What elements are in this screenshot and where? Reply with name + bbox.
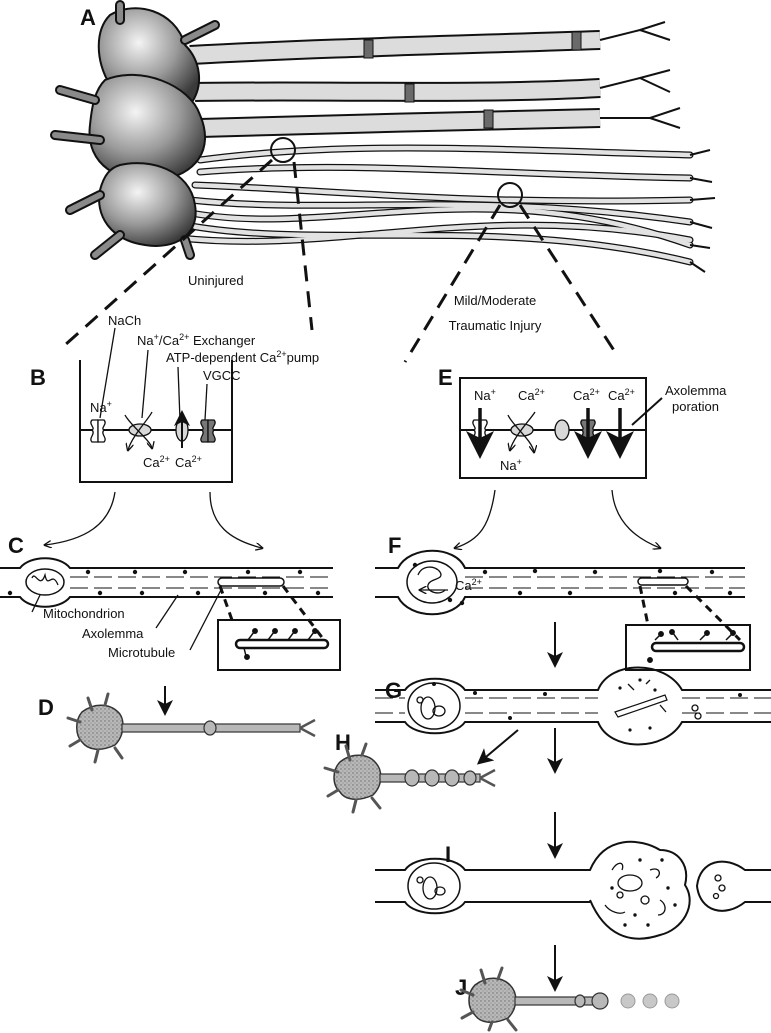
axolemma-label: Axolemma (82, 626, 144, 641)
zoom-line (518, 204, 617, 353)
sodium-channel (90, 419, 106, 443)
panel-i-label: I (445, 842, 451, 867)
mitochondrion-label: Mitochondrion (43, 606, 125, 621)
injury-label-line2: Traumatic Injury (449, 318, 542, 333)
exchanger (128, 423, 152, 437)
zoom-line (292, 161, 314, 331)
panel-e-label: E (438, 365, 453, 390)
ca-ion-label: Ca2+ (175, 454, 202, 470)
panel-b-box (79, 360, 233, 483)
panel-c-label: C (8, 533, 24, 558)
poration-label-2: poration (672, 399, 719, 414)
uninjured-label: Uninjured (188, 273, 244, 288)
injured-axon-g (375, 666, 771, 746)
injured-axon-i (375, 840, 771, 940)
ca-ion-label: Ca2+ (573, 387, 600, 403)
panel-e-box (459, 377, 647, 479)
atp-pump-label: ATP-dependent Ca2+pump (166, 349, 319, 365)
uninjured-axon (0, 557, 333, 608)
vgcc-label: VGCC (203, 368, 241, 383)
ca-ion-label: Ca2+ (518, 387, 545, 403)
neuron-disconnected (459, 966, 680, 1032)
microtubule-inset (217, 619, 341, 671)
injured-axon-f (375, 549, 745, 616)
atp-pump (554, 419, 570, 441)
nach-label: NaCh (108, 313, 141, 328)
microtubule-label: Microtubule (108, 645, 175, 660)
ca-ion-label: Ca2+ (143, 454, 170, 470)
ca-ion-label: Ca2+ (608, 387, 635, 403)
na-out-label: Na+ (500, 457, 522, 473)
mitochondrion (25, 568, 65, 596)
neuron-intact (66, 692, 316, 764)
neuron-bundle (50, 0, 716, 273)
microtubule (217, 577, 285, 587)
microtubule-inset (625, 624, 751, 671)
panel-b-label: B (30, 365, 46, 390)
injury-label-line1: Mild/Moderate (454, 293, 536, 308)
exchanger-label: Na+/Ca2+ Exchanger (137, 332, 256, 348)
panel-f-label: F (388, 533, 401, 558)
na-ion-label: Na+ (90, 399, 112, 415)
panel-a-label: A (80, 5, 96, 30)
na-ion-label: Na+ (474, 387, 496, 403)
vgcc-channel (200, 419, 216, 443)
panel-d-label: D (38, 695, 54, 720)
panel-j-label: J (455, 975, 467, 1000)
ca-ion-label: Ca2+ (455, 577, 482, 593)
zoom-line (64, 158, 273, 347)
neuron-beaded (323, 742, 496, 814)
poration-label-1: Axolemma (665, 383, 727, 398)
zoom-line (403, 204, 502, 363)
